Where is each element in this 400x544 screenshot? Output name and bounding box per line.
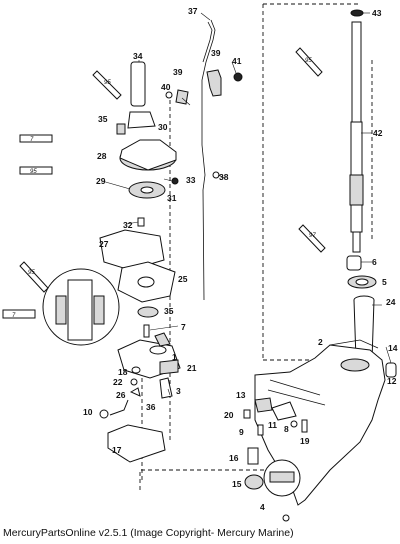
callout-label: 35 — [164, 306, 174, 316]
detail-circle-left — [42, 268, 120, 346]
callout-label: 19 — [300, 436, 310, 446]
callout-labels: 37 43 34 39 41 39 40 35 30 42 28 33 29 3… — [83, 6, 398, 512]
callout-label: 9 — [239, 427, 244, 437]
callout-label: 17 — [112, 445, 122, 455]
face-plate — [99, 229, 165, 271]
callout-label: 34 — [133, 51, 143, 61]
clip-20 — [99, 409, 109, 419]
grease-tubes — [2, 47, 326, 319]
callout-label: 35 — [98, 114, 108, 124]
pinion-10 — [271, 401, 297, 421]
tube-label: 97 — [309, 233, 316, 239]
callout-label: 12 — [387, 376, 397, 386]
callout-label: 39 — [173, 67, 183, 77]
plate-12 — [254, 397, 273, 413]
screw-35b — [143, 324, 150, 338]
callout-label: 28 — [97, 151, 107, 161]
plug — [385, 362, 397, 378]
callout-label: 39 — [211, 48, 221, 58]
nut — [233, 72, 243, 82]
tube-label: 7 — [12, 313, 16, 319]
leader-lines — [101, 12, 392, 396]
detail-circle-right — [263, 459, 301, 497]
callout-label: 27 — [99, 239, 109, 249]
pin — [129, 387, 141, 397]
callout-label: 8 — [284, 424, 289, 434]
callout-label: 36 — [146, 402, 156, 412]
link — [109, 399, 129, 416]
callout-label: 10 — [83, 407, 93, 417]
washer-9 — [290, 420, 298, 428]
callout-label: 3 — [176, 386, 181, 396]
callout-label: 31 — [167, 193, 177, 203]
pump-housing — [119, 139, 177, 171]
tube-label: 95 — [305, 58, 312, 64]
callout-label: 43 — [372, 8, 382, 18]
callout-label: 25 — [178, 274, 188, 284]
shift-rod — [201, 19, 216, 301]
cam — [159, 377, 173, 399]
callout-label: 42 — [373, 128, 383, 138]
callout-label: 38 — [219, 172, 229, 182]
callout-label: 15 — [232, 479, 242, 489]
plug-8 — [301, 419, 308, 433]
callout-label: 13 — [236, 390, 246, 400]
impeller — [128, 181, 166, 199]
shift-lever — [206, 69, 222, 97]
drive-shaft — [349, 21, 364, 253]
callout-label: 26 — [116, 390, 126, 400]
callout-label: 40 — [161, 82, 171, 92]
screw-13 — [243, 409, 251, 419]
bushing — [346, 255, 362, 271]
callout-label: 6 — [372, 257, 377, 267]
water-tube-34 — [130, 61, 146, 107]
callout-label: 1 — [172, 352, 177, 362]
callout-label: 22 — [113, 377, 123, 387]
callout-label: 24 — [386, 297, 396, 307]
callout-label: 11 — [268, 420, 277, 430]
callout-label: 20 — [224, 410, 234, 420]
o-ring — [171, 177, 179, 185]
washer — [130, 378, 138, 386]
callout-label: 37 — [188, 6, 198, 16]
tube-label: 95 — [28, 270, 35, 276]
tube-label: 95 — [30, 169, 37, 175]
bracket — [159, 359, 179, 375]
callout-label: 7 — [181, 322, 186, 332]
callout-label: 16 — [229, 453, 239, 463]
callout-label: 4 — [260, 502, 265, 512]
gear-16 — [244, 474, 264, 490]
tube-label: 7 — [30, 137, 34, 143]
callout-label: 2 — [318, 337, 323, 347]
callout-label: 5 — [382, 277, 387, 287]
callout-label: 21 — [187, 363, 197, 373]
callout-label: 14 — [388, 343, 398, 353]
seal — [350, 9, 364, 17]
retainer — [131, 366, 141, 374]
grommet — [127, 111, 156, 129]
callout-label: 32 — [123, 220, 133, 230]
screw — [116, 123, 126, 135]
key — [137, 217, 145, 227]
callout-label: 18 — [118, 367, 128, 377]
image-caption: MercuryPartsOnline v2.5.1 (Image Copyrig… — [3, 527, 294, 539]
screw-11 — [257, 424, 264, 436]
tube-label: 95 — [104, 80, 111, 86]
fitting — [165, 91, 173, 99]
bearing-17 — [247, 447, 259, 465]
clip — [212, 171, 220, 179]
cover — [107, 424, 166, 463]
callout-label: 29 — [96, 176, 106, 186]
callout-label: 30 — [158, 122, 168, 132]
washer-4 — [282, 514, 290, 522]
callout-label: 33 — [186, 175, 196, 185]
oil-seal — [137, 306, 159, 318]
callout-label: 41 — [232, 56, 242, 66]
